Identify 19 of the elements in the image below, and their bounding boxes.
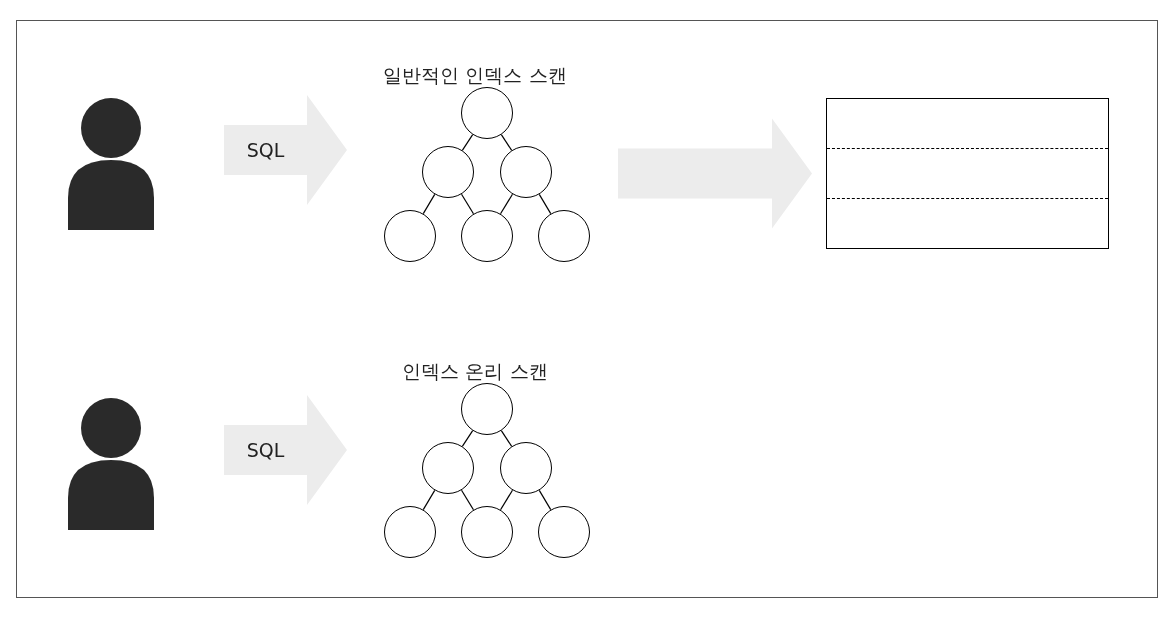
tree-branch-line (461, 430, 474, 447)
tree-title: 인덱스 온리 스캔 (402, 360, 548, 382)
tree-branch-line (499, 193, 514, 215)
tree-branch-line (422, 489, 436, 511)
edge-label: SQL (246, 139, 285, 161)
tree-title: 일반적인 인덱스 스캔 (383, 64, 567, 86)
person-silhouette (68, 98, 154, 230)
tree-branch-line (460, 193, 475, 215)
table-box (826, 98, 1109, 249)
tree-branch-line (538, 193, 552, 215)
tree-branch-line (422, 193, 436, 215)
tree-branch-line (500, 430, 513, 447)
person-silhouette (68, 398, 154, 530)
edge-label: SQL (246, 439, 285, 461)
tree-branch-line (499, 489, 514, 511)
tree-branch-line (461, 134, 474, 151)
tree-branch-line (500, 134, 513, 151)
tree-branch-line (538, 489, 552, 511)
tree-branch-line (460, 489, 475, 511)
